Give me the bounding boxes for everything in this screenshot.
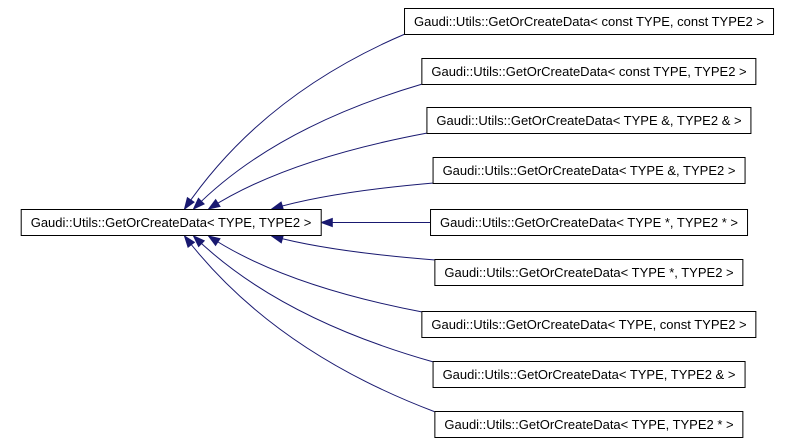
edge-arrowhead-4 xyxy=(319,217,333,228)
node-specialization-8[interactable]: Gaudi::Utils::GetOrCreateData< TYPE, TYP… xyxy=(434,411,744,438)
edge-arrowhead-5 xyxy=(270,234,285,244)
edge-arrowhead-8 xyxy=(183,234,196,248)
inheritance-edge-3 xyxy=(271,182,434,210)
node-base-template[interactable]: Gaudi::Utils::GetOrCreateData< TYPE, TYP… xyxy=(20,209,322,236)
edge-arrowhead-6 xyxy=(207,235,221,247)
inheritance-edge-2 xyxy=(208,132,428,210)
inheritance-edge-1 xyxy=(193,83,423,210)
edge-arrowhead-1 xyxy=(192,197,205,211)
inheritance-edge-5 xyxy=(271,235,436,261)
node-specialization-3[interactable]: Gaudi::Utils::GetOrCreateData< TYPE &, T… xyxy=(432,157,746,184)
node-specialization-7[interactable]: Gaudi::Utils::GetOrCreateData< TYPE, TYP… xyxy=(432,361,746,388)
edge-arrowhead-7 xyxy=(192,234,206,248)
node-specialization-6[interactable]: Gaudi::Utils::GetOrCreateData< TYPE, con… xyxy=(421,311,757,338)
edge-arrowhead-0 xyxy=(183,196,195,211)
node-specialization-5[interactable]: Gaudi::Utils::GetOrCreateData< TYPE *, T… xyxy=(434,259,744,286)
edge-arrowhead-2 xyxy=(207,198,221,210)
node-specialization-1[interactable]: Gaudi::Utils::GetOrCreateData< const TYP… xyxy=(421,58,757,85)
inheritance-edge-6 xyxy=(208,235,423,313)
inheritance-edge-0 xyxy=(184,33,406,210)
inheritance-edge-7 xyxy=(193,235,434,363)
node-specialization-2[interactable]: Gaudi::Utils::GetOrCreateData< TYPE &, T… xyxy=(426,107,752,134)
inheritance-edge-8 xyxy=(184,235,436,413)
node-specialization-4[interactable]: Gaudi::Utils::GetOrCreateData< TYPE *, T… xyxy=(430,209,748,236)
node-specialization-0[interactable]: Gaudi::Utils::GetOrCreateData< const TYP… xyxy=(404,8,774,35)
